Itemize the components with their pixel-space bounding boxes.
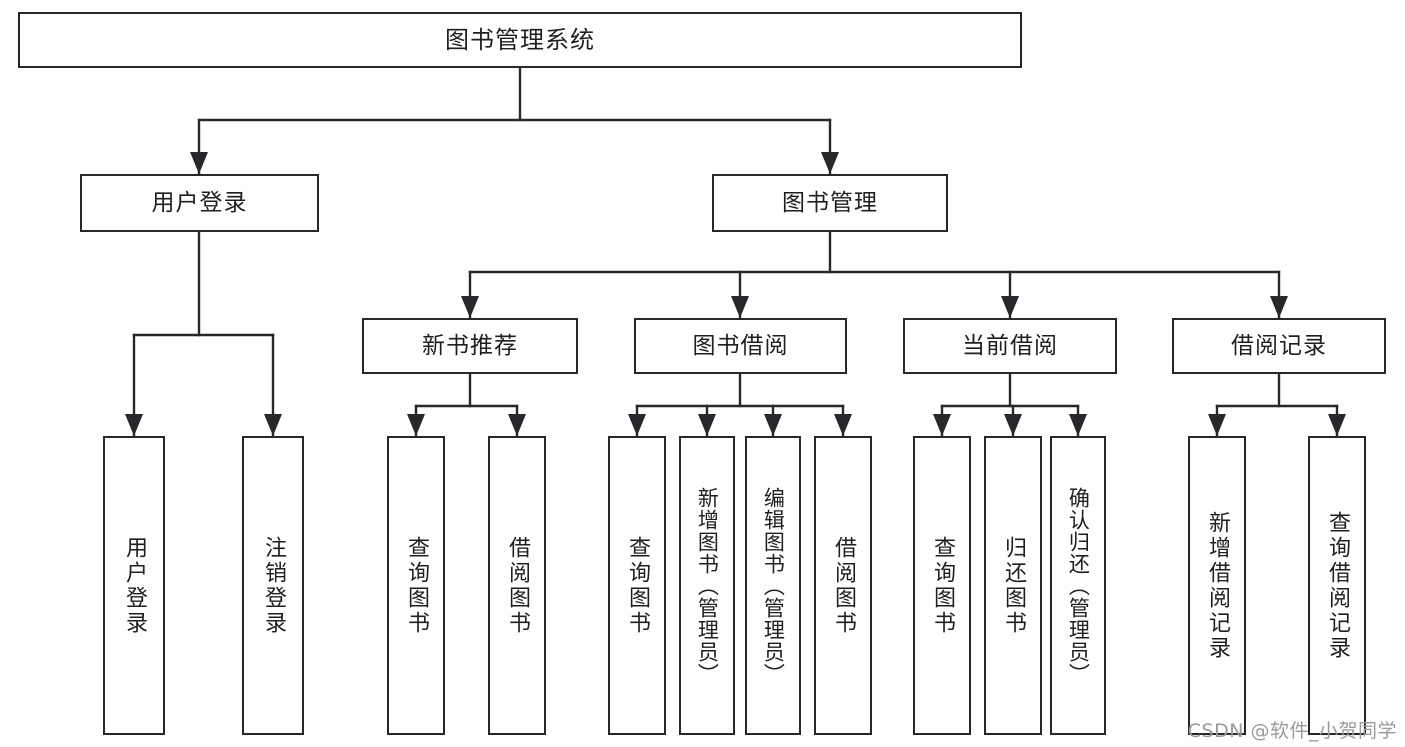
node-leaf-borrow-book-new[interactable]: 借阅图书 bbox=[488, 436, 546, 735]
node-leaf-logout-label: 注销登录 bbox=[260, 535, 286, 636]
node-root-label: 图书管理系统 bbox=[445, 26, 595, 54]
node-leaf-edit-book-admin[interactable]: 编辑图书（管理员） bbox=[745, 436, 801, 735]
node-leaf-query-book-new-label: 查询图书 bbox=[403, 535, 429, 636]
node-leaf-query-borrow-record[interactable]: 查询借阅记录 bbox=[1308, 436, 1366, 735]
connector-arrowhead bbox=[407, 414, 425, 436]
connector-arrowhead bbox=[1270, 296, 1288, 318]
node-leaf-query-borrow-record-label: 查询借阅记录 bbox=[1324, 510, 1350, 661]
node-root[interactable]: 图书管理系统 bbox=[18, 12, 1022, 68]
node-leaf-add-borrow-record-label: 新增借阅记录 bbox=[1204, 510, 1230, 661]
connector-arrowhead bbox=[1208, 414, 1226, 436]
node-leaf-query-book-borrow[interactable]: 查询图书 bbox=[608, 436, 666, 735]
connector-arrowhead bbox=[125, 414, 143, 436]
node-user-login[interactable]: 用户登录 bbox=[80, 174, 319, 232]
connector-arrowhead bbox=[1001, 296, 1019, 318]
connector-arrowhead bbox=[834, 414, 852, 436]
connector-arrowhead bbox=[764, 414, 782, 436]
connector-arrowhead bbox=[508, 414, 526, 436]
connector-arrowhead bbox=[190, 152, 208, 174]
node-leaf-user-login-label: 用户登录 bbox=[121, 535, 147, 636]
connector-arrowhead bbox=[1069, 414, 1087, 436]
connector-arrowhead bbox=[821, 152, 839, 174]
connector-arrowhead bbox=[731, 296, 749, 318]
node-leaf-add-borrow-record[interactable]: 新增借阅记录 bbox=[1188, 436, 1246, 735]
node-new-book-recommend[interactable]: 新书推荐 bbox=[362, 318, 578, 374]
node-current-borrow[interactable]: 当前借阅 bbox=[903, 318, 1117, 374]
node-leaf-borrow-book-new-label: 借阅图书 bbox=[504, 535, 530, 636]
connector-arrowhead bbox=[933, 414, 951, 436]
node-leaf-query-book-borrow-label: 查询图书 bbox=[624, 535, 650, 636]
connector-arrowhead bbox=[1328, 414, 1346, 436]
node-current-borrow-label: 当前借阅 bbox=[962, 332, 1058, 359]
node-book-borrow[interactable]: 图书借阅 bbox=[634, 318, 847, 374]
node-leaf-user-login[interactable]: 用户登录 bbox=[103, 436, 165, 735]
node-leaf-confirm-return-admin[interactable]: 确认归还（管理员） bbox=[1050, 436, 1106, 735]
connector-arrowhead bbox=[461, 296, 479, 318]
node-book-borrow-label: 图书借阅 bbox=[692, 332, 789, 359]
connector-arrowhead bbox=[1004, 414, 1022, 436]
node-new-book-recommend-label: 新书推荐 bbox=[422, 332, 518, 359]
node-leaf-confirm-return-admin-label: 确认归还（管理员） bbox=[1066, 486, 1091, 685]
node-leaf-query-book-current-label: 查询图书 bbox=[929, 535, 955, 636]
connector-arrowhead bbox=[264, 414, 282, 436]
node-leaf-query-book-current[interactable]: 查询图书 bbox=[913, 436, 971, 735]
csdn-watermark: CSDN @软件_小贺同学 bbox=[1187, 720, 1397, 742]
node-leaf-add-book-admin-label: 新增图书（管理员） bbox=[695, 486, 720, 685]
node-leaf-add-book-admin[interactable]: 新增图书（管理员） bbox=[679, 436, 735, 735]
node-borrow-record-label: 借阅记录 bbox=[1231, 332, 1327, 359]
node-leaf-borrow-book-borrow-label: 借阅图书 bbox=[830, 535, 856, 636]
node-leaf-return-book[interactable]: 归还图书 bbox=[984, 436, 1042, 735]
node-user-login-label: 用户登录 bbox=[151, 189, 248, 216]
node-leaf-logout[interactable]: 注销登录 bbox=[242, 436, 304, 735]
node-book-management-label: 图书管理 bbox=[782, 189, 878, 216]
connector-arrowhead bbox=[628, 414, 646, 436]
node-leaf-borrow-book-borrow[interactable]: 借阅图书 bbox=[814, 436, 872, 735]
connector-arrowhead bbox=[698, 414, 716, 436]
node-leaf-return-book-label: 归还图书 bbox=[1000, 535, 1026, 636]
node-leaf-edit-book-admin-label: 编辑图书（管理员） bbox=[761, 486, 786, 685]
node-leaf-query-book-new[interactable]: 查询图书 bbox=[387, 436, 445, 735]
node-book-management[interactable]: 图书管理 bbox=[712, 174, 948, 232]
node-borrow-record[interactable]: 借阅记录 bbox=[1172, 318, 1386, 374]
